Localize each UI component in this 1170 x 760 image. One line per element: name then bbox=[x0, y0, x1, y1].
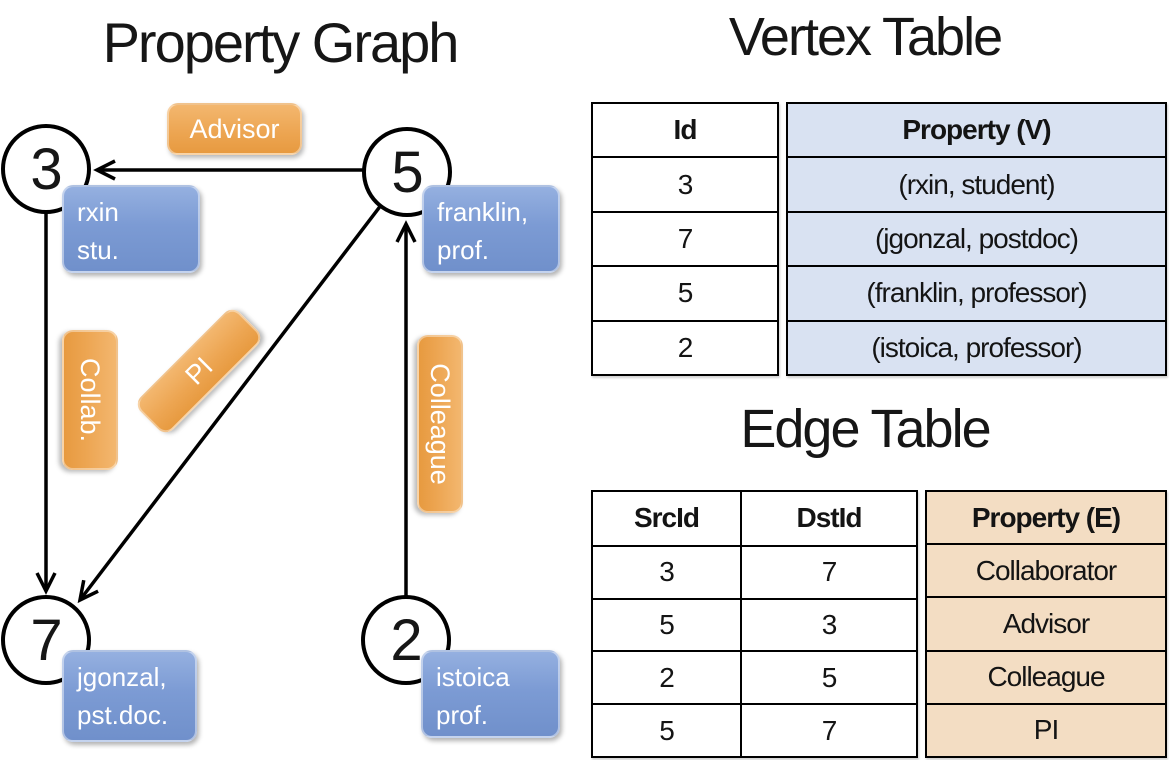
callout-line2: stu. bbox=[77, 235, 119, 265]
vertex-id-cell: 3 bbox=[593, 156, 777, 210]
edge-table-property-column: Property (E) Collaborator Advisor Collea… bbox=[925, 490, 1167, 758]
node-id-label: 3 bbox=[30, 136, 62, 202]
vertex-property-callout-istoica: istoica prof. bbox=[421, 650, 560, 738]
edge-table: SrcId DstId 3 7 5 3 2 5 5 7 Property (E)… bbox=[591, 490, 1167, 758]
vertex-property-callout-franklin: franklin, prof. bbox=[422, 185, 560, 273]
vertex-property-callout-jgonzal: jgonzal, pst.doc. bbox=[62, 650, 197, 742]
edge-property-cell: Collaborator bbox=[927, 543, 1165, 596]
edge-dst-cell: 7 bbox=[742, 544, 916, 598]
vertex-id-cell: 5 bbox=[593, 265, 777, 319]
column-header-srcid: SrcId bbox=[593, 492, 742, 545]
table-column-gap bbox=[779, 102, 786, 376]
callout-line2: pst.doc. bbox=[77, 700, 169, 730]
callout-line1: rxin bbox=[77, 197, 119, 227]
edge-label-collab: Collab. bbox=[62, 330, 118, 470]
graph-edges-canvas bbox=[35, 159, 417, 604]
property-graph-title: Property Graph bbox=[102, 11, 460, 74]
vertex-table-title: Vertex Table bbox=[728, 7, 1003, 67]
edge-src-cell: 3 bbox=[593, 544, 742, 598]
vertex-id-cell: 7 bbox=[593, 210, 777, 265]
edge-5-to-7-arrow bbox=[77, 194, 390, 604]
vertex-table: Id 3 7 5 2 Property (V) (rxin, student) … bbox=[591, 102, 1167, 376]
callout-line2: prof. bbox=[437, 235, 490, 265]
edge-dst-cell: 5 bbox=[742, 650, 916, 703]
node-id-label: 5 bbox=[391, 139, 423, 205]
edge-property-cell: Advisor bbox=[927, 596, 1165, 649]
column-header-property-e: Property (E) bbox=[971, 501, 1121, 533]
callout-line2: prof. bbox=[436, 700, 489, 730]
graph-node-2: 2 bbox=[361, 595, 451, 685]
edge-label-advisor: Advisor bbox=[167, 103, 302, 155]
vertex-property-cell: (jgonzal, postdoc) bbox=[788, 210, 1165, 265]
column-header-property-v: Property (V) bbox=[902, 114, 1051, 146]
edge-dst-cell: 3 bbox=[742, 597, 916, 651]
vertex-property-callout-rxin: rxin stu. bbox=[62, 185, 200, 273]
vertex-property-cell: (franklin, professor) bbox=[788, 265, 1165, 319]
node-id-label: 2 bbox=[390, 607, 422, 673]
edge-src-cell: 2 bbox=[593, 650, 742, 704]
edge-property-cell: PI bbox=[927, 702, 1165, 756]
edge-src-cell: 5 bbox=[593, 597, 742, 651]
node-id-label: 7 bbox=[30, 607, 62, 673]
edge-table-title: Edge Table bbox=[740, 399, 991, 459]
edge-src-cell: 5 bbox=[593, 703, 742, 756]
callout-line1: jgonzal, bbox=[77, 662, 167, 692]
vertex-property-cell: (rxin, student) bbox=[788, 156, 1165, 210]
edge-property-cell: Colleague bbox=[927, 649, 1165, 703]
column-header-dstid: DstId bbox=[796, 502, 863, 534]
table-column-gap bbox=[918, 490, 925, 758]
vertex-id-cell: 2 bbox=[593, 319, 777, 374]
graph-node-5: 5 bbox=[362, 127, 452, 217]
column-header-id: Id bbox=[673, 114, 698, 146]
edge-label-colleague: Colleague bbox=[417, 335, 463, 513]
callout-line1: istoica bbox=[436, 662, 510, 692]
edge-table-src-dst-columns: SrcId DstId 3 7 5 3 2 5 5 7 bbox=[591, 490, 918, 758]
vertex-table-property-column: Property (V) (rxin, student) (jgonzal, p… bbox=[786, 102, 1167, 376]
vertex-table-id-column: Id 3 7 5 2 bbox=[591, 102, 779, 376]
vertex-property-cell: (istoica, professor) bbox=[788, 319, 1165, 374]
callout-line1: franklin, bbox=[437, 197, 529, 227]
edge-dst-cell: 7 bbox=[742, 703, 916, 756]
